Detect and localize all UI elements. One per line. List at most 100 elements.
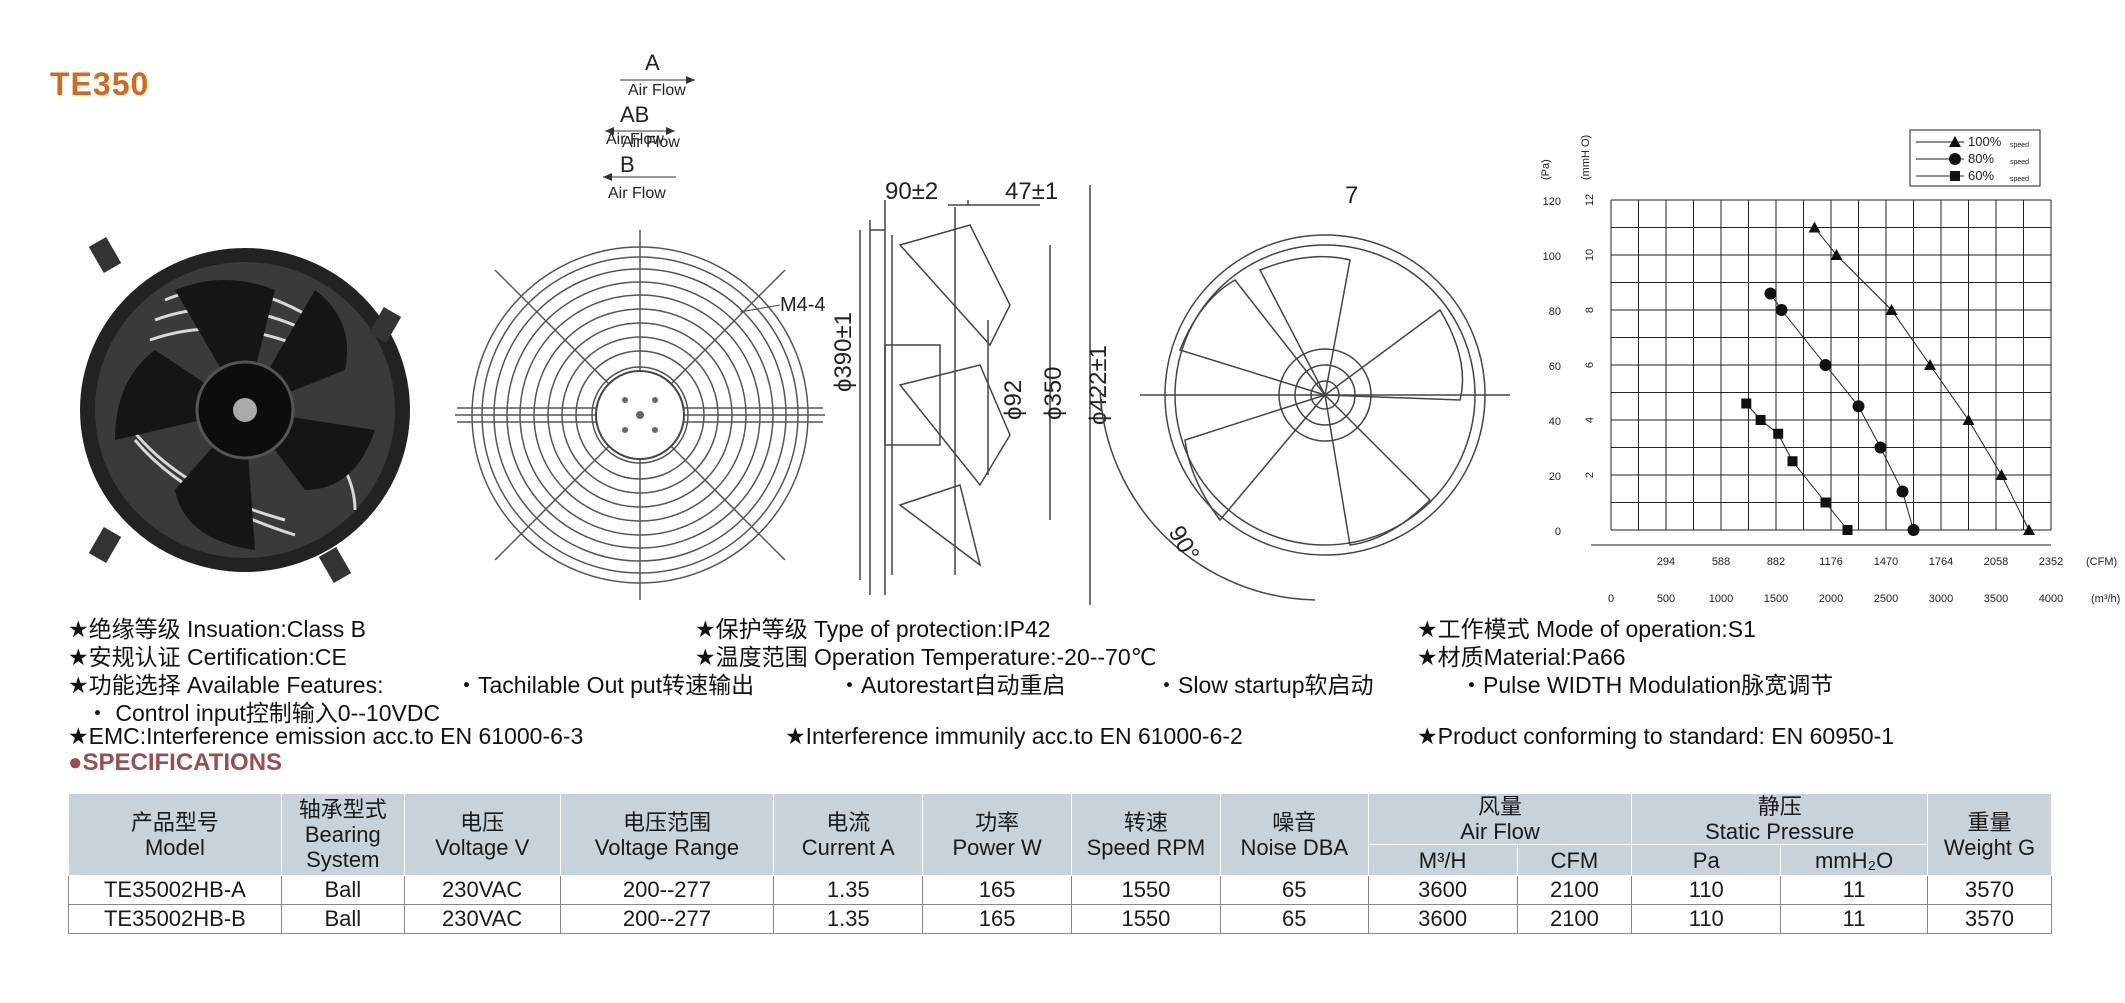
header-pa: Pa (1631, 844, 1782, 876)
cell-mmh2o: 11 (1780, 875, 1929, 905)
feature-control-input: ・ Control input控制输入0--10VDC (86, 700, 441, 726)
header-m3h: M³/H (1367, 844, 1518, 876)
y-tick-label-pa: 120 (1543, 196, 1561, 208)
dim-422: ϕ422±1 (1085, 344, 1112, 425)
y-tick-label-pa: 100 (1543, 251, 1561, 263)
cell-voltage: 230VAC (403, 875, 561, 905)
feature-protection: ★保护等级 Type of protection:IP42 (695, 616, 1051, 642)
legend-box (1909, 129, 2041, 187)
data-point (1830, 249, 1843, 260)
airflow-b-label: Air Flow (608, 185, 666, 202)
feature-autorestart: ・Autorestart自动重启 (838, 672, 1066, 698)
cell-current: 1.35 (773, 904, 924, 934)
airflow-a-letter: A (645, 50, 660, 75)
y-tick-label-pa: 0 (1555, 526, 1561, 538)
x-tick-label-cfm: 588 (1712, 556, 1730, 568)
dim-7: 7 (1345, 182, 1359, 209)
y-tick-label-mmh2o: 4 (1584, 417, 1596, 423)
airflow-a-label: Air Flow (628, 82, 686, 99)
dim-92: ϕ92 (1000, 379, 1027, 420)
data-point (1995, 469, 2008, 480)
y-tick-label-pa: 20 (1549, 471, 1561, 483)
table-row: TE35002HB-A Ball 230VAC 200--277 1.35 16… (68, 875, 2052, 905)
data-point (1819, 359, 1832, 371)
data-point (1775, 304, 1788, 316)
header-cfm: CFM (1516, 844, 1633, 876)
legend-sublabel: speed (2010, 142, 2029, 149)
legend-sublabel: speed (2010, 176, 2029, 183)
cell-pa: 110 (1631, 904, 1782, 934)
legend-label: 80% (1968, 151, 1994, 166)
y-axis-label-mmh2o: (mmH O) (1580, 135, 1592, 180)
data-point (1755, 415, 1766, 425)
series-line (1814, 227, 2030, 531)
cell-m3h: 3600 (1367, 875, 1518, 905)
cell-voltage: 230VAC (403, 904, 561, 934)
feature-temperature: ★温度范围 Operation Temperature:-20--70℃ (695, 644, 1157, 670)
data-point (1764, 287, 1777, 300)
cell-power: 165 (922, 875, 1073, 905)
data-point (1842, 525, 1853, 535)
cell-power: 165 (922, 904, 1073, 934)
data-point (1820, 497, 1831, 508)
y-tick-label-mmh2o: 10 (1584, 249, 1596, 261)
airflow-ab-letter: AB (620, 102, 650, 127)
x-tick-label-m3h: 1000 (1709, 593, 1733, 605)
cell-speed: 1550 (1071, 904, 1221, 934)
fan-side-drawing (859, 185, 1091, 605)
x-tick-label-m3h: 2500 (1874, 593, 1898, 605)
airflow-a-arrow-icon (620, 76, 695, 84)
cell-voltage-range: 200--277 (559, 875, 775, 905)
legend-label: 60% (1968, 168, 1994, 183)
cell-current: 1.35 (773, 875, 924, 905)
data-point (1741, 398, 1752, 409)
legend-label: 100% (1968, 134, 2002, 149)
x-tick-label-cfm: 294 (1657, 556, 1675, 568)
cell-cfm: 2100 (1516, 904, 1633, 934)
feature-standard: ★Product conforming to standard: EN 6095… (1417, 723, 1895, 749)
specifications-heading: ●SPECIFICATIONS (68, 749, 283, 776)
dim-m44: M4-4 (780, 294, 826, 316)
fan-photo (80, 237, 410, 583)
x-axis-label-cfm: (CFM) (2086, 556, 2117, 568)
x-axis-label-m3h: (m³/h) (2091, 593, 2120, 605)
data-point (1896, 485, 1909, 498)
data-point (1962, 414, 1975, 425)
x-tick-label-cfm: 1176 (1819, 556, 1843, 568)
legend-marker (1949, 136, 1961, 147)
x-tick-label-m3h: 3500 (1984, 593, 2008, 605)
x-tick-label-m3h: 500 (1657, 593, 1675, 605)
cell-weight: 3570 (1927, 904, 2052, 934)
airflow-ab-label-2: Air Flow (622, 134, 680, 151)
airflow-ab-arrow-icon (605, 127, 675, 135)
fan-guard-front-drawing (455, 230, 825, 600)
x-tick-label-m3h: 0 (1608, 593, 1614, 605)
feature-pwm: ・Pulse WIDTH Modulation脉宽调节 (1460, 672, 1834, 698)
y-tick-label-pa: 40 (1549, 416, 1561, 428)
model-title: TE350 (50, 66, 150, 102)
x-tick-label-m3h: 1500 (1764, 593, 1788, 605)
cell-noise: 65 (1219, 904, 1369, 934)
header-mmh2o: mmH₂O (1780, 844, 1929, 876)
y-tick-label-mmh2o: 2 (1584, 472, 1596, 478)
dim-350: ϕ350 (1040, 366, 1067, 420)
data-point (1808, 221, 1821, 233)
y-tick-label-mmh2o: 6 (1584, 362, 1596, 368)
y-tick-label-mmh2o: 8 (1584, 307, 1596, 313)
dim-390: ϕ390±1 (830, 311, 857, 392)
y-axis-label-pa: (Pa) (1540, 159, 1552, 180)
cell-mmh2o: 11 (1780, 904, 1929, 934)
cell-cfm: 2100 (1516, 875, 1633, 905)
feature-slow-startup: ・Slow startup软启动 (1155, 672, 1374, 698)
x-tick-label-cfm: 2352 (2039, 556, 2063, 568)
